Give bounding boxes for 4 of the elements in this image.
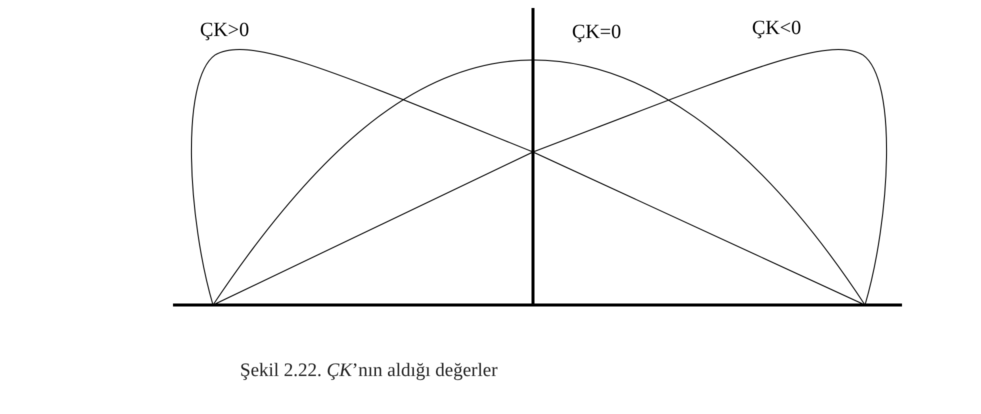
figure-caption: Şekil 2.22. ÇK’nın aldığı değerler <box>240 360 498 383</box>
curve-label: ÇK>0 <box>200 20 250 40</box>
curve-label: ÇK<0 <box>752 18 802 38</box>
curve-label: ÇK=0 <box>572 22 622 42</box>
